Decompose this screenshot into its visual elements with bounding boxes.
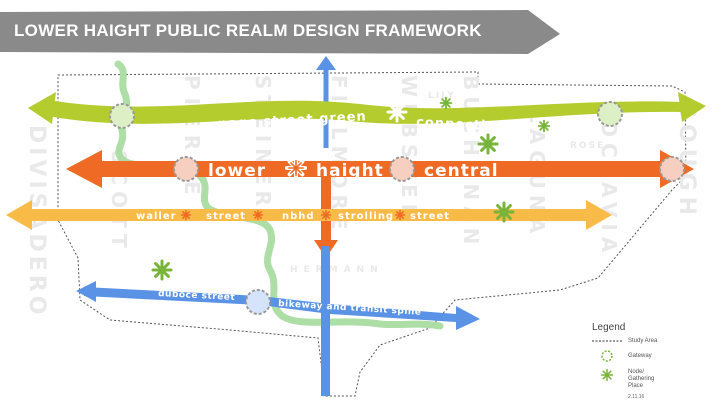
street-label-steiner: STEINER	[251, 75, 275, 212]
page-street-label-2: connection	[416, 115, 507, 135]
gateway-marker	[597, 101, 623, 127]
waller-arrow-east	[586, 200, 612, 230]
duboce-arrow-west	[76, 281, 96, 302]
haight-street-corridor	[92, 161, 670, 177]
street-label-webster: WEBSTER	[397, 75, 421, 225]
legend-study-area-label: Study Area	[628, 338, 658, 344]
waller-arrow-west	[6, 200, 32, 230]
street-label-rose: ROSE	[570, 141, 605, 151]
gateway-icon	[601, 350, 613, 362]
node-star-icon	[287, 160, 305, 176]
node-icon	[600, 368, 614, 382]
gateway-marker	[109, 103, 135, 129]
street-label-octavia: OCTAVIA	[597, 120, 621, 258]
page-street-arrow-east	[678, 92, 706, 122]
gateway-marker	[245, 289, 271, 315]
title-banner: LOWER HAIGHT PUBLIC REALM DESIGN FRAMEWO…	[0, 10, 560, 54]
legend-title: Legend	[592, 322, 626, 333]
gateway-marker	[173, 156, 199, 182]
fillmore-arrow-north	[316, 56, 336, 70]
node-star-icon	[252, 209, 264, 221]
haight-label-lower: lower	[208, 161, 266, 181]
gateway-marker	[389, 156, 415, 182]
waller-label-5: street	[410, 211, 450, 222]
haight-label-haight: haight	[316, 161, 384, 181]
node-star-icon	[477, 133, 499, 155]
page-title: LOWER HAIGHT PUBLIC REALM DESIGN FRAMEWO…	[14, 21, 482, 40]
title-banner-shape	[0, 10, 560, 54]
legend-gateway-label: Gateway	[628, 353, 652, 359]
legend-row-gateway: Gateway	[588, 350, 716, 362]
waller-label-2: street	[206, 211, 246, 222]
study-area-boundary	[57, 71, 687, 397]
legend-row-study-area: Study Area	[588, 338, 716, 346]
gateway-marker	[659, 156, 685, 182]
gateways	[109, 101, 685, 315]
node-star-icon	[151, 259, 173, 281]
legend: Legend Study Area Gateway Node/ Gatherin…	[588, 322, 716, 402]
fillmore-transit-line-south	[321, 246, 330, 396]
node-star-icon	[386, 101, 408, 123]
node-star-icon	[493, 201, 515, 223]
dashed-line-icon	[592, 340, 622, 342]
node-star-icon	[439, 96, 453, 110]
waller-label-3: nbhd	[282, 211, 315, 222]
page-street-arrow-west	[28, 92, 56, 124]
haight-arrow-west	[66, 150, 102, 188]
waller-label-1: waller	[136, 211, 177, 222]
node-star-icon	[394, 209, 406, 221]
street-label-lily: LILY	[428, 91, 456, 101]
waller-label-4: strolling	[338, 211, 394, 222]
haight-label-central: central	[424, 161, 499, 181]
duboce-label-1: duboce street	[158, 289, 236, 303]
page-street-corridor	[48, 100, 684, 124]
date-stamp: 2.11.16	[628, 394, 645, 400]
legend-row-node: Node/ Gathering Place	[588, 368, 716, 389]
node-star-icon	[320, 209, 332, 221]
waller-street-corridor	[28, 209, 590, 221]
street-label-pierce: PIERCE	[180, 75, 204, 203]
legend-node-label: Node/ Gathering Place	[628, 369, 655, 389]
street-label-hermann: HERMANN	[290, 265, 384, 275]
node-star-icon	[537, 119, 551, 133]
node-star-icon	[180, 209, 192, 221]
duboce-arrow-east	[456, 306, 480, 330]
